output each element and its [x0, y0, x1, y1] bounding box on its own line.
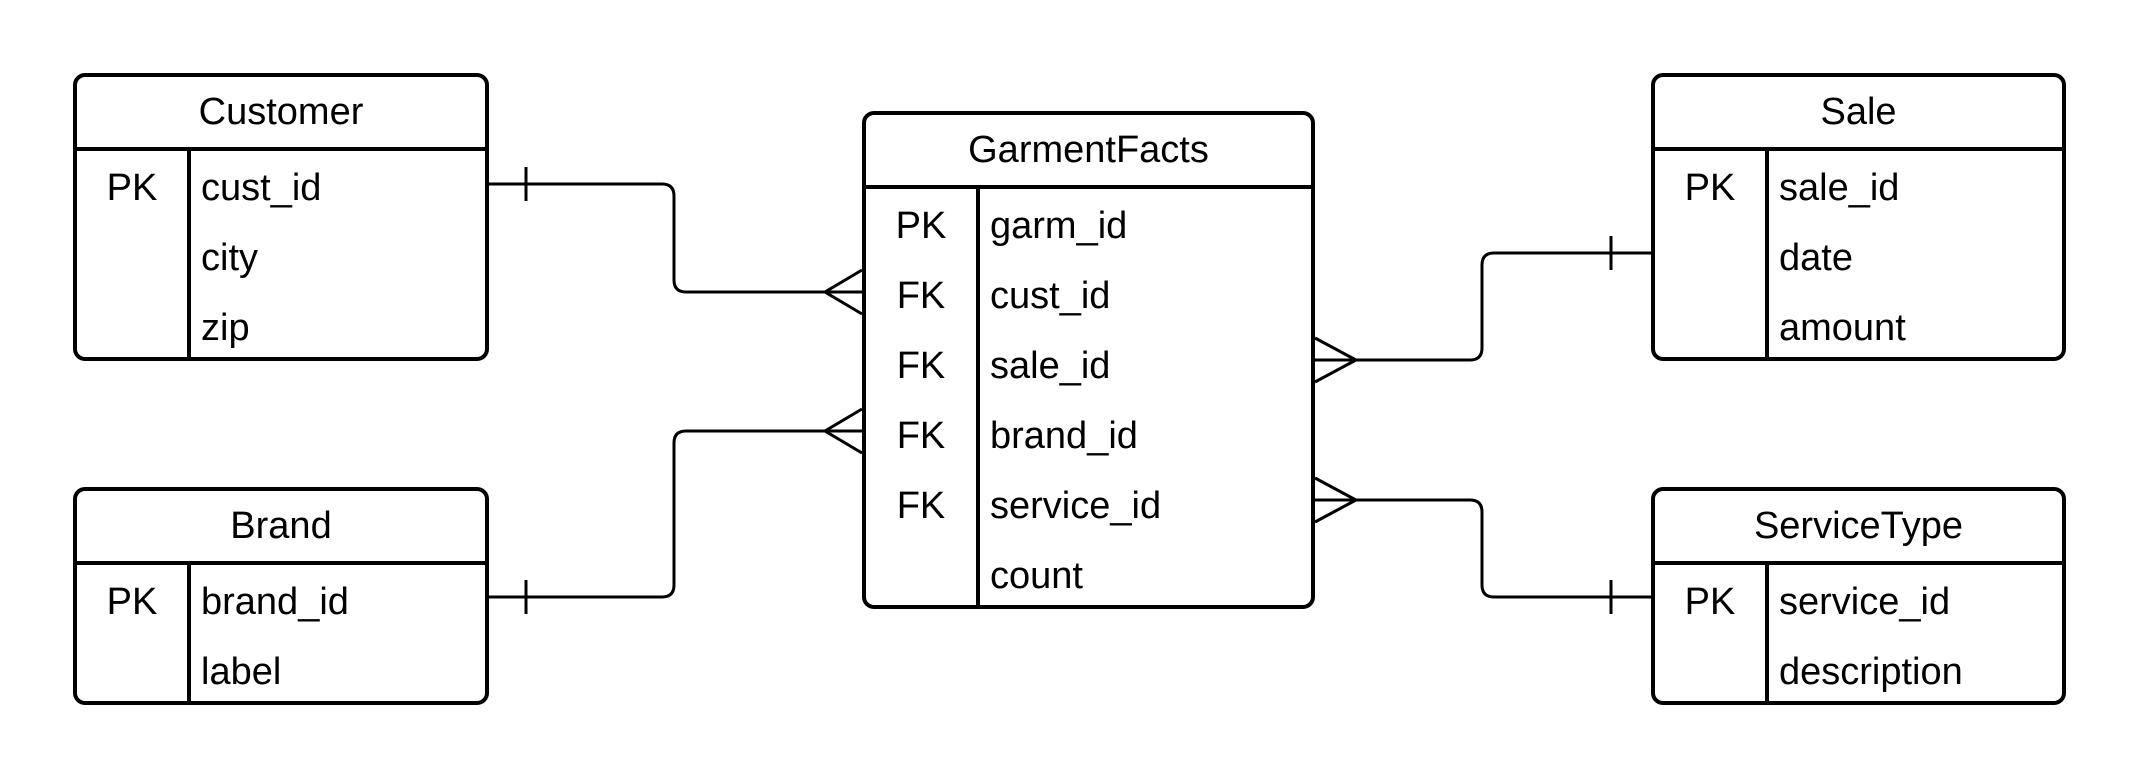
attribute-row: PK sale_id: [1655, 153, 2062, 223]
attribute-name: garm_id: [990, 204, 1128, 247]
attribute-row: label: [77, 637, 485, 701]
crowsfoot-marker: [822, 407, 863, 455]
attribute-name: description: [1779, 650, 1963, 693]
key-column-divider: [187, 151, 191, 357]
foreign-key-marker: FK: [896, 484, 946, 527]
attribute-row: zip: [77, 293, 485, 357]
primary-key-marker: PK: [106, 580, 158, 623]
entity-title: GarmentFacts: [866, 115, 1311, 189]
attribute-name: label: [201, 650, 282, 693]
attribute-row: PK service_id: [1655, 567, 2062, 637]
attribute-row: city: [77, 223, 485, 293]
crowsfoot-marker: [822, 268, 863, 316]
attribute-name: amount: [1779, 306, 1906, 349]
relationship-servicetype-garmentfacts: [1314, 476, 1651, 614]
crowsfoot-marker: [1314, 336, 1360, 384]
entity-servicetype[interactable]: ServiceType PK service_id description: [1651, 487, 2066, 705]
key-column-divider: [1765, 565, 1769, 701]
entity-sale[interactable]: Sale PK sale_id date amount: [1651, 73, 2066, 361]
attribute-name: brand_id: [990, 414, 1138, 457]
entity-customer[interactable]: Customer PK cust_id city zip: [73, 73, 489, 361]
foreign-key-marker: FK: [896, 344, 946, 387]
key-column-divider: [187, 565, 191, 701]
attribute-row: count: [866, 541, 1311, 605]
relationship-sale-garmentfacts: [1314, 236, 1651, 384]
attribute-name: sale_id: [990, 344, 1111, 387]
attribute-row: FK service_id: [866, 471, 1311, 541]
primary-key-marker: PK: [106, 166, 158, 209]
attribute-name: zip: [201, 306, 250, 349]
entity-garmentfacts[interactable]: GarmentFacts PK garm_id FK cust_id FK sa…: [862, 111, 1315, 609]
entity-title: Sale: [1655, 77, 2062, 151]
attribute-row: FK brand_id: [866, 401, 1311, 471]
primary-key-marker: PK: [1684, 166, 1736, 209]
crowsfoot-marker: [1314, 476, 1360, 524]
attribute-name: date: [1779, 236, 1853, 279]
primary-key-marker: PK: [895, 204, 947, 247]
attribute-name: cust_id: [201, 166, 322, 209]
attribute-name: cust_id: [990, 274, 1111, 317]
attribute-name: service_id: [1779, 580, 1951, 623]
entity-title: ServiceType: [1655, 491, 2062, 565]
entity-title: Brand: [77, 491, 485, 565]
attribute-name: count: [990, 554, 1083, 597]
attribute-name: sale_id: [1779, 166, 1900, 209]
relationship-brand-garmentfacts: [489, 407, 863, 614]
entity-attributes: PK sale_id date amount: [1655, 151, 2062, 357]
connector-line: [489, 182, 862, 294]
entity-attributes: PK brand_id label: [77, 565, 485, 701]
attribute-row: PK brand_id: [77, 567, 485, 637]
primary-key-marker: PK: [1684, 580, 1736, 623]
foreign-key-marker: FK: [896, 414, 946, 457]
key-column-divider: [1765, 151, 1769, 357]
attribute-row: FK sale_id: [866, 331, 1311, 401]
foreign-key-marker: FK: [896, 274, 946, 317]
attribute-name: service_id: [990, 484, 1162, 527]
connector-line: [489, 429, 862, 599]
attribute-row: description: [1655, 637, 2062, 701]
attribute-row: FK cust_id: [866, 261, 1311, 331]
attribute-row: date: [1655, 223, 2062, 293]
connector-line: [1315, 498, 1651, 599]
attribute-name: brand_id: [201, 580, 349, 623]
entity-attributes: PK service_id description: [1655, 565, 2062, 701]
entity-attributes: PK garm_id FK cust_id FK sale_id FK bran…: [866, 189, 1311, 605]
attribute-row: PK garm_id: [866, 191, 1311, 261]
entity-title: Customer: [77, 77, 485, 151]
attribute-row: PK cust_id: [77, 153, 485, 223]
entity-attributes: PK cust_id city zip: [77, 151, 485, 357]
relationship-customer-garmentfacts: [489, 167, 863, 316]
key-column-divider: [976, 189, 980, 605]
attribute-name: city: [201, 236, 258, 279]
entity-brand[interactable]: Brand PK brand_id label: [73, 487, 489, 705]
connector-line: [1315, 251, 1651, 362]
attribute-row: amount: [1655, 293, 2062, 357]
